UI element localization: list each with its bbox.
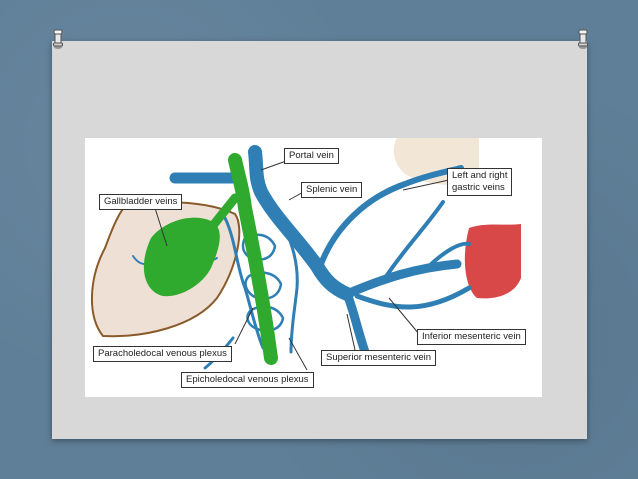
- plexus-loop: [244, 271, 283, 300]
- leader-line: [388, 297, 420, 335]
- superior-mesenteric-vein: [342, 289, 370, 357]
- pushpin-icon: [53, 29, 63, 49]
- label-paracholedocal-venous-plexus: Paracholedocal venous plexus: [93, 346, 232, 362]
- plexus-line: [279, 216, 299, 354]
- label-left-right-gastric-veins: Left and right gastric veins: [447, 168, 513, 196]
- label-gallbladder-veins: Gallbladder veins: [99, 194, 183, 210]
- label-splenic-vein: Splenic vein: [301, 182, 363, 198]
- gastric-vein-lower: [383, 200, 445, 280]
- gastric-vein-upper: [318, 165, 464, 267]
- label-line: Left and right: [452, 170, 508, 181]
- label-epicholedocal-venous-plexus: Epicholedocal venous plexus: [181, 372, 314, 388]
- cystic-duct: [206, 193, 240, 233]
- leader-line: [234, 307, 254, 345]
- splenic-vein: [342, 259, 462, 299]
- inferior-mesenteric-vein: [354, 285, 472, 310]
- bile-duct: [228, 153, 278, 365]
- venous-anatomy-diagram: Portal vein Splenic vein Left and right …: [85, 138, 542, 397]
- leader-line: [154, 207, 168, 247]
- label-inferior-mesenteric-vein: Inferior mesenteric vein: [417, 329, 526, 345]
- label-line: gastric veins: [452, 182, 505, 193]
- leader-line: [402, 179, 450, 191]
- spleen-shape: [464, 224, 521, 299]
- leader-line: [288, 337, 308, 371]
- leader-line: [346, 313, 356, 351]
- gallbladder-shape: [143, 217, 220, 297]
- plexus-loop: [241, 233, 277, 261]
- label-portal-vein: Portal vein: [284, 148, 339, 164]
- pushpin-icon: [578, 29, 588, 49]
- label-superior-mesenteric-vein: Superior mesenteric vein: [321, 350, 437, 366]
- splenic-branch: [423, 241, 471, 272]
